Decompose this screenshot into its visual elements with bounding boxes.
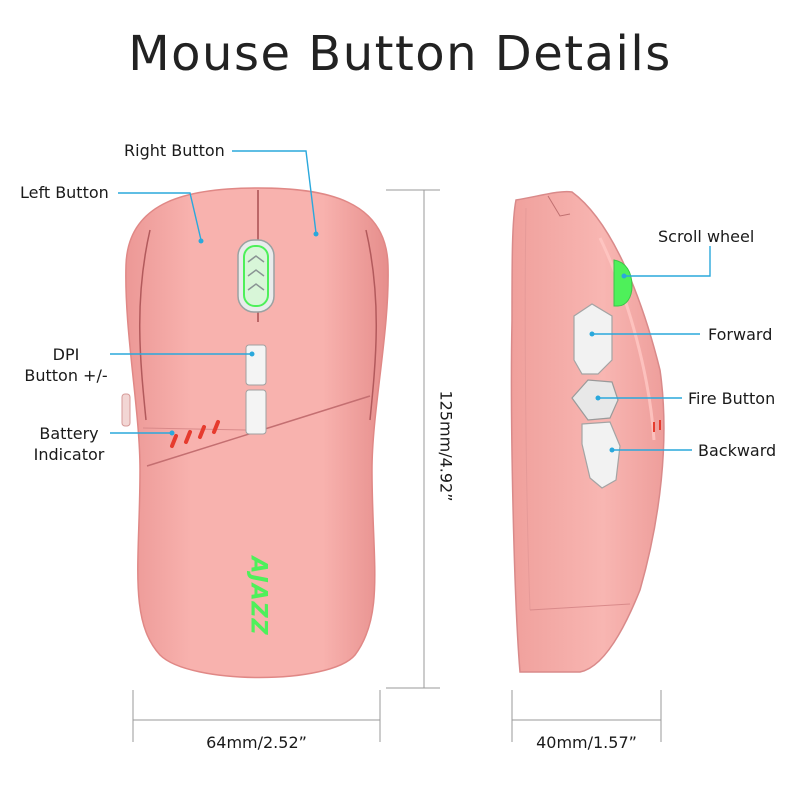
leader-lines bbox=[110, 150, 711, 451]
label-fire-button: Fire Button bbox=[688, 389, 776, 408]
label-scroll-wheel: Scroll wheel bbox=[658, 227, 755, 246]
scroll-wheel-side bbox=[613, 259, 633, 307]
dpi-button-top bbox=[245, 344, 267, 386]
label-backward: Backward bbox=[698, 441, 777, 460]
diagram-title: Mouse Button Details bbox=[128, 26, 672, 82]
forward-button bbox=[573, 303, 613, 375]
leader-dots bbox=[169, 231, 627, 453]
mouse-side-view bbox=[510, 190, 665, 673]
mouse-top-view bbox=[121, 187, 389, 679]
label-dpi-button: DPI Button +/- bbox=[24, 345, 108, 385]
label-battery-indicator: Battery Indicator bbox=[33, 424, 105, 464]
label-left-button: Left Button bbox=[20, 183, 109, 202]
dimension-width-label: 64mm/2.52” bbox=[206, 733, 307, 752]
fire-button bbox=[571, 379, 619, 421]
label-right-button: Right Button bbox=[124, 141, 225, 160]
dimension-depth-label: 40mm/1.57” bbox=[536, 733, 637, 752]
label-forward: Forward bbox=[708, 325, 773, 344]
dimension-lines bbox=[132, 189, 662, 742]
dpi-button-bottom bbox=[245, 389, 267, 435]
backward-button bbox=[581, 421, 621, 489]
battery-leds bbox=[170, 420, 220, 448]
